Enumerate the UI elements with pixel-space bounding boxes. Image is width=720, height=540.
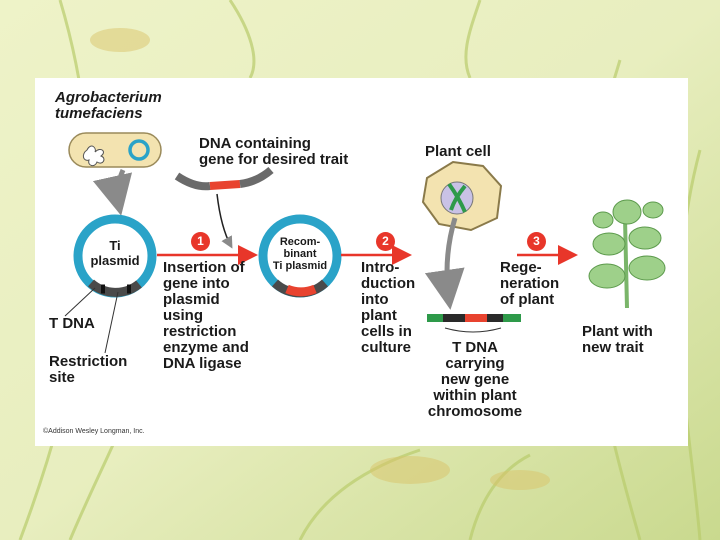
introduction-step-label: Intro- duction into plant cells in cultu… [361, 259, 416, 356]
step-3-badge: 3 [527, 232, 546, 251]
plant-with-new-trait-label: Plant with new trait [582, 323, 653, 356]
ti-plasmid-ring [73, 214, 157, 298]
t-dna-pointer [64, 287, 96, 317]
t-dna-carrying-label: T DNA carrying new gene within plant chr… [427, 339, 523, 420]
recombinant-ti-plasmid-ring [258, 214, 342, 298]
restriction-site-pointer [104, 291, 119, 354]
diagram-graphics [64, 132, 666, 354]
step-2-badge: 2 [376, 232, 395, 251]
diagram-panel: Agrobacterium tumefaciens DNA containing… [35, 78, 688, 446]
plant-cell [421, 160, 503, 232]
ti-plasmid-label: Ti plasmid [90, 238, 140, 268]
agrobacterium-cell [68, 132, 162, 168]
restriction-site-label: Restriction site [49, 353, 128, 386]
plant-chromosome [427, 314, 521, 333]
plant-cell-label: Plant cell [425, 143, 491, 160]
arrow-bacterium-to-plasmid [92, 168, 133, 216]
recombinant-ti-plasmid-label: Recom- binant Ti plasmid [272, 236, 328, 272]
dna-fragment [174, 166, 274, 191]
agrobacterium-label: Agrobacterium tumefaciens [55, 89, 162, 122]
dna-containing-label: DNA containing gene for desired trait [199, 135, 349, 168]
regeneration-step-label: Rege- neration of plant [500, 259, 560, 308]
plant-illustration [588, 199, 666, 309]
t-dna-label: T DNA [49, 315, 95, 332]
copyright-text: ©Addison Wesley Longman, Inc. [43, 428, 145, 435]
step-1-badge: 1 [191, 232, 210, 251]
arrow-cell-to-chromosome [424, 217, 465, 310]
insertion-step-label: Insertion of gene into plasmid using res… [163, 259, 249, 372]
arrow-fragment-to-plasmid [216, 193, 233, 249]
